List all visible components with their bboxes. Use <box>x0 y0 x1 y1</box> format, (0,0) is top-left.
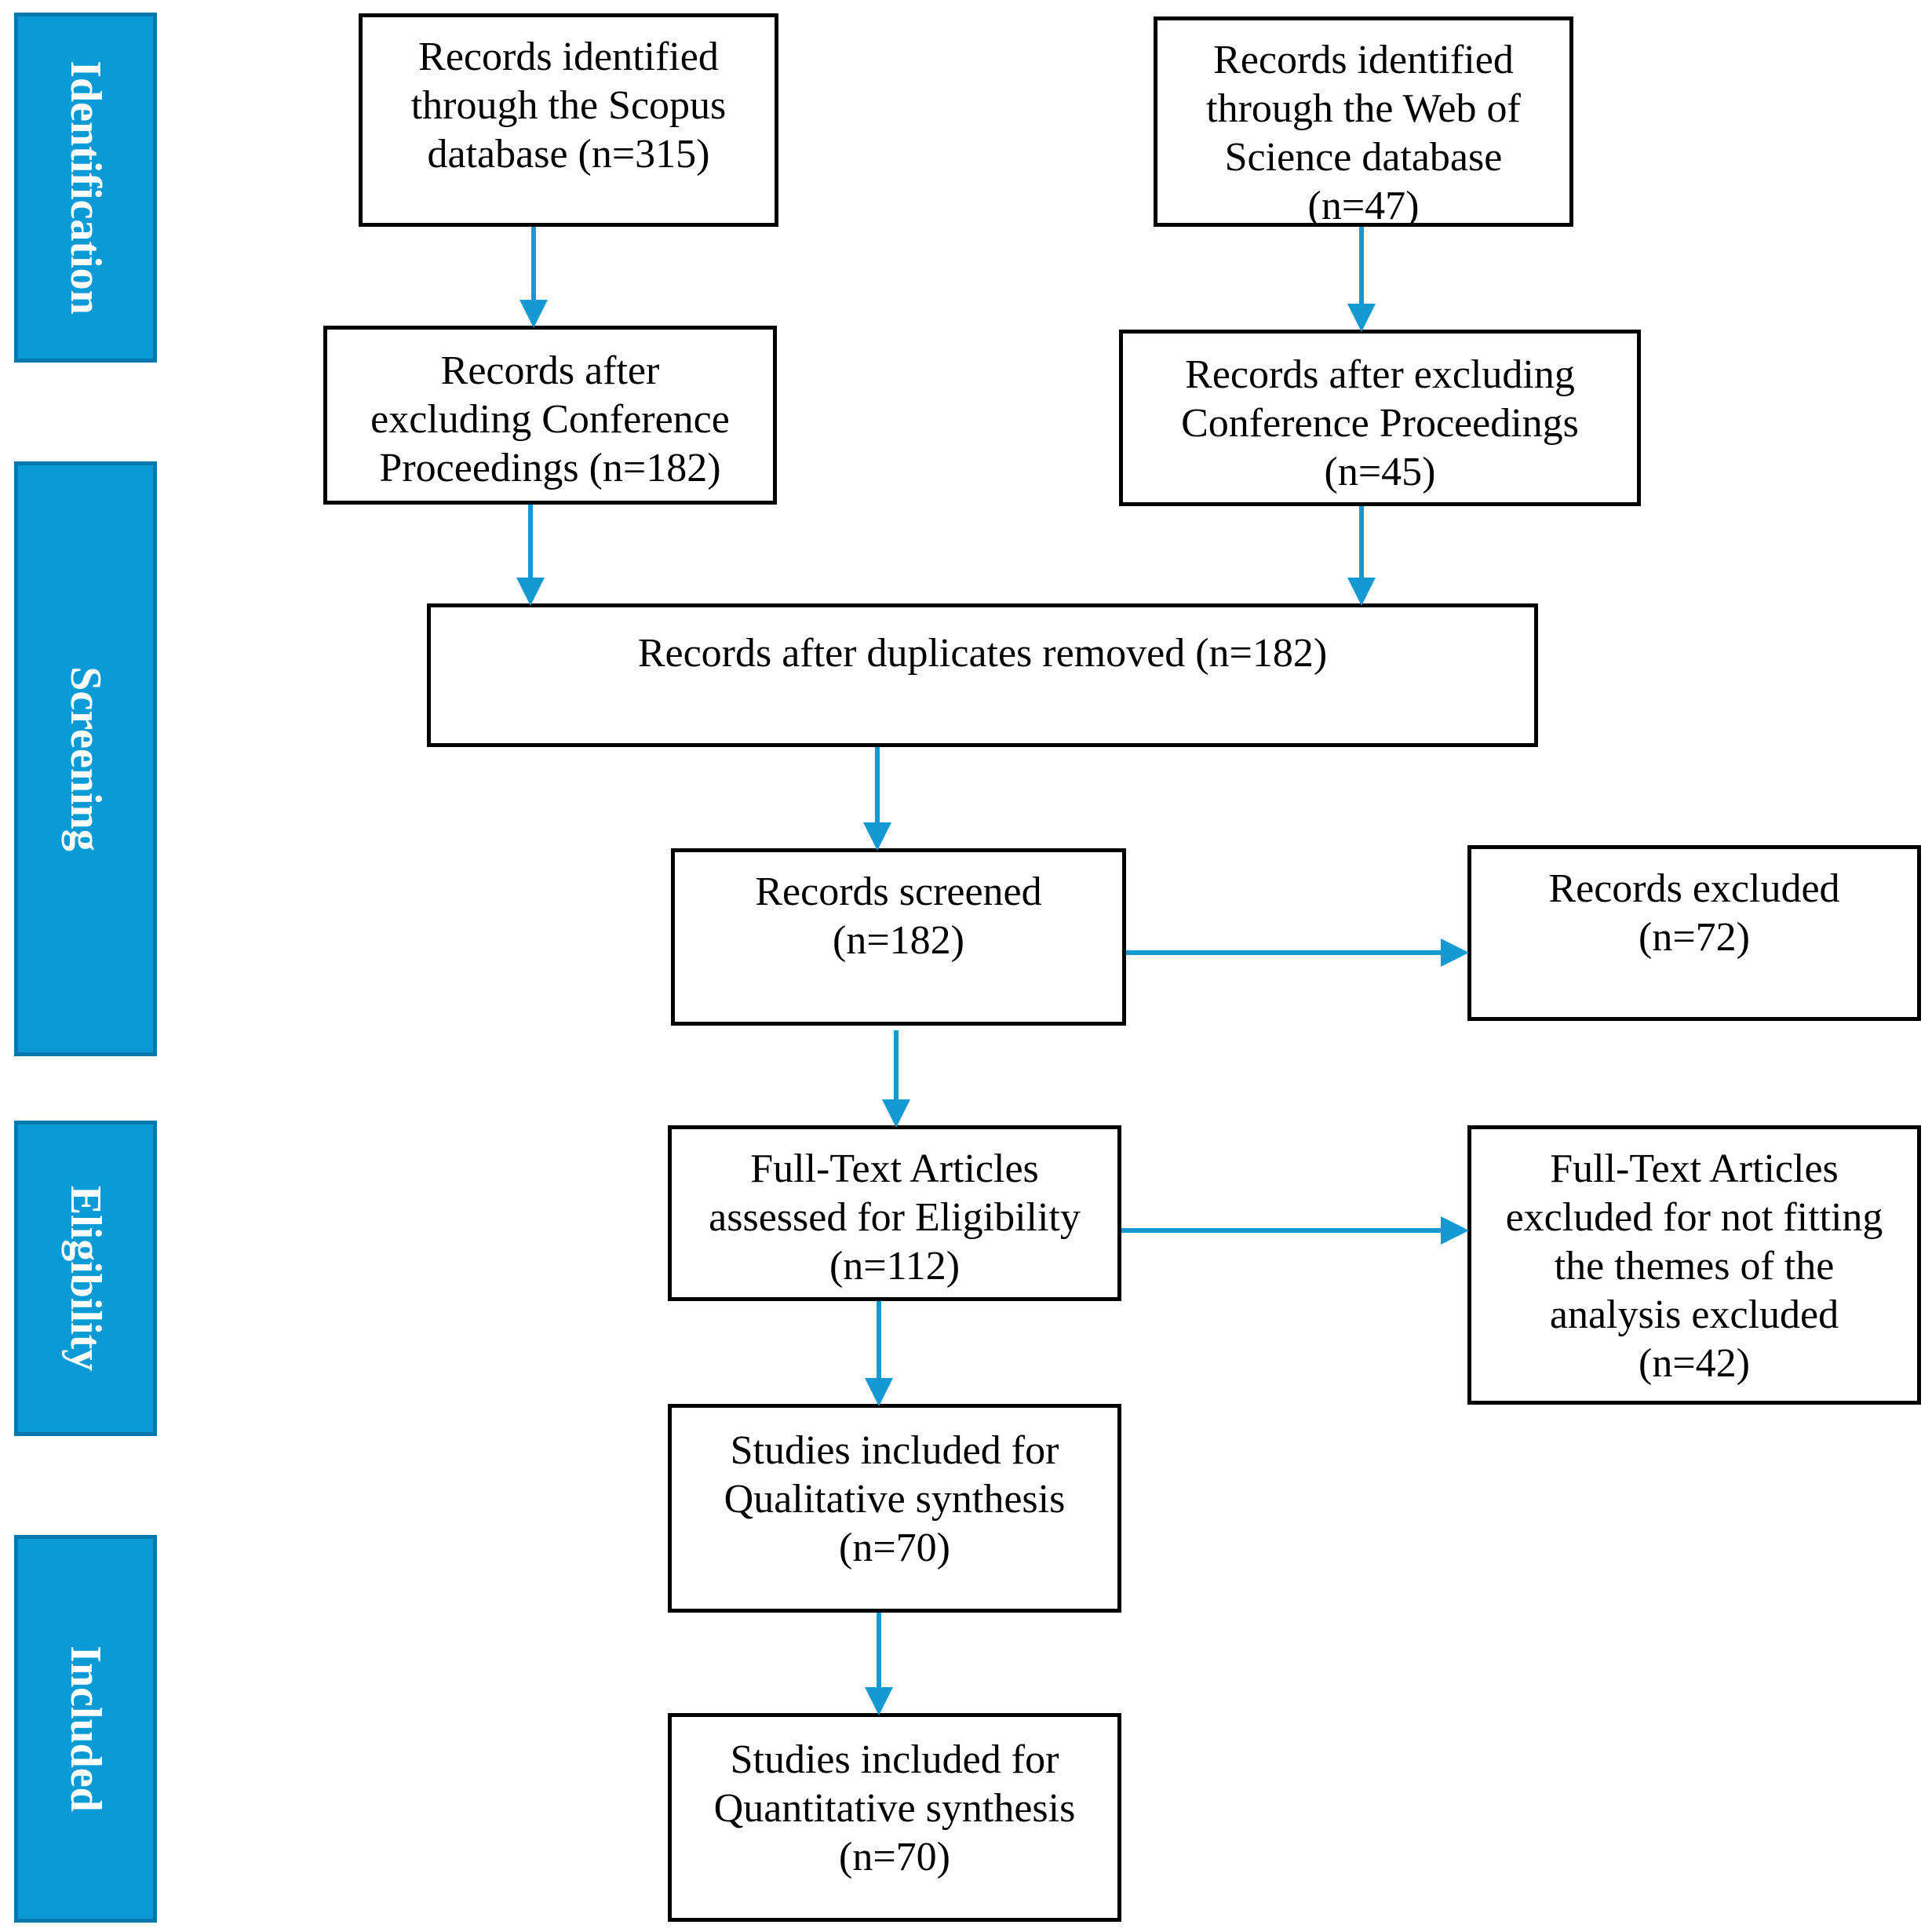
box-fulltext-assessed: Full-Text Articles assessed for Eligibil… <box>668 1125 1121 1301</box>
box-wos-after-conference-text: Records after excluding Conference Proce… <box>1181 352 1579 494</box>
phase-included: Included <box>14 1535 157 1923</box>
phase-eligibility: Eligibility <box>14 1121 157 1436</box>
phase-screening-label: Screening <box>61 666 110 851</box>
box-wos-records-text: Records identified through the Web of Sc… <box>1206 38 1521 227</box>
box-scopus-records: Records identified through the Scopus da… <box>359 13 778 227</box>
box-after-duplicates: Records after duplicates removed (n=182) <box>427 603 1538 747</box>
box-quantitative-synthesis-text: Studies included for Quantitative synthe… <box>713 1737 1076 1879</box>
box-fulltext-excluded-text: Full-Text Articles excluded for not fitt… <box>1505 1146 1883 1386</box>
box-scopus-after-conference-text: Records after excluding Conference Proce… <box>370 348 730 490</box>
phase-identification-label: Identification <box>61 60 110 315</box>
box-records-screened: Records screened (n=182) <box>671 848 1126 1026</box>
box-after-duplicates-text: Records after duplicates removed (n=182) <box>637 631 1328 676</box>
box-quantitative-synthesis: Studies included for Quantitative synthe… <box>668 1713 1121 1922</box>
box-scopus-records-text: Records identified through the Scopus da… <box>410 35 727 177</box>
box-records-excluded: Records excluded (n=72) <box>1467 845 1921 1021</box>
box-fulltext-excluded: Full-Text Articles excluded for not fitt… <box>1467 1125 1921 1405</box>
box-wos-after-conference: Records after excluding Conference Proce… <box>1119 330 1641 506</box>
box-qualitative-synthesis: Studies included for Qualitative synthes… <box>668 1404 1121 1613</box>
box-records-excluded-text: Records excluded (n=72) <box>1548 866 1840 960</box>
box-scopus-after-conference: Records after excluding Conference Proce… <box>323 326 777 505</box>
box-fulltext-assessed-text: Full-Text Articles assessed for Eligibil… <box>709 1146 1081 1289</box>
box-records-screened-text: Records screened (n=182) <box>755 869 1042 963</box>
box-qualitative-synthesis-text: Studies included for Qualitative synthes… <box>724 1428 1066 1570</box>
phase-identification: Identification <box>14 13 157 363</box>
phase-screening: Screening <box>14 461 157 1056</box>
box-wos-records: Records identified through the Web of Sc… <box>1154 16 1573 227</box>
phase-included-label: Included <box>61 1646 110 1812</box>
phase-eligibility-label: Eligibility <box>61 1185 110 1372</box>
